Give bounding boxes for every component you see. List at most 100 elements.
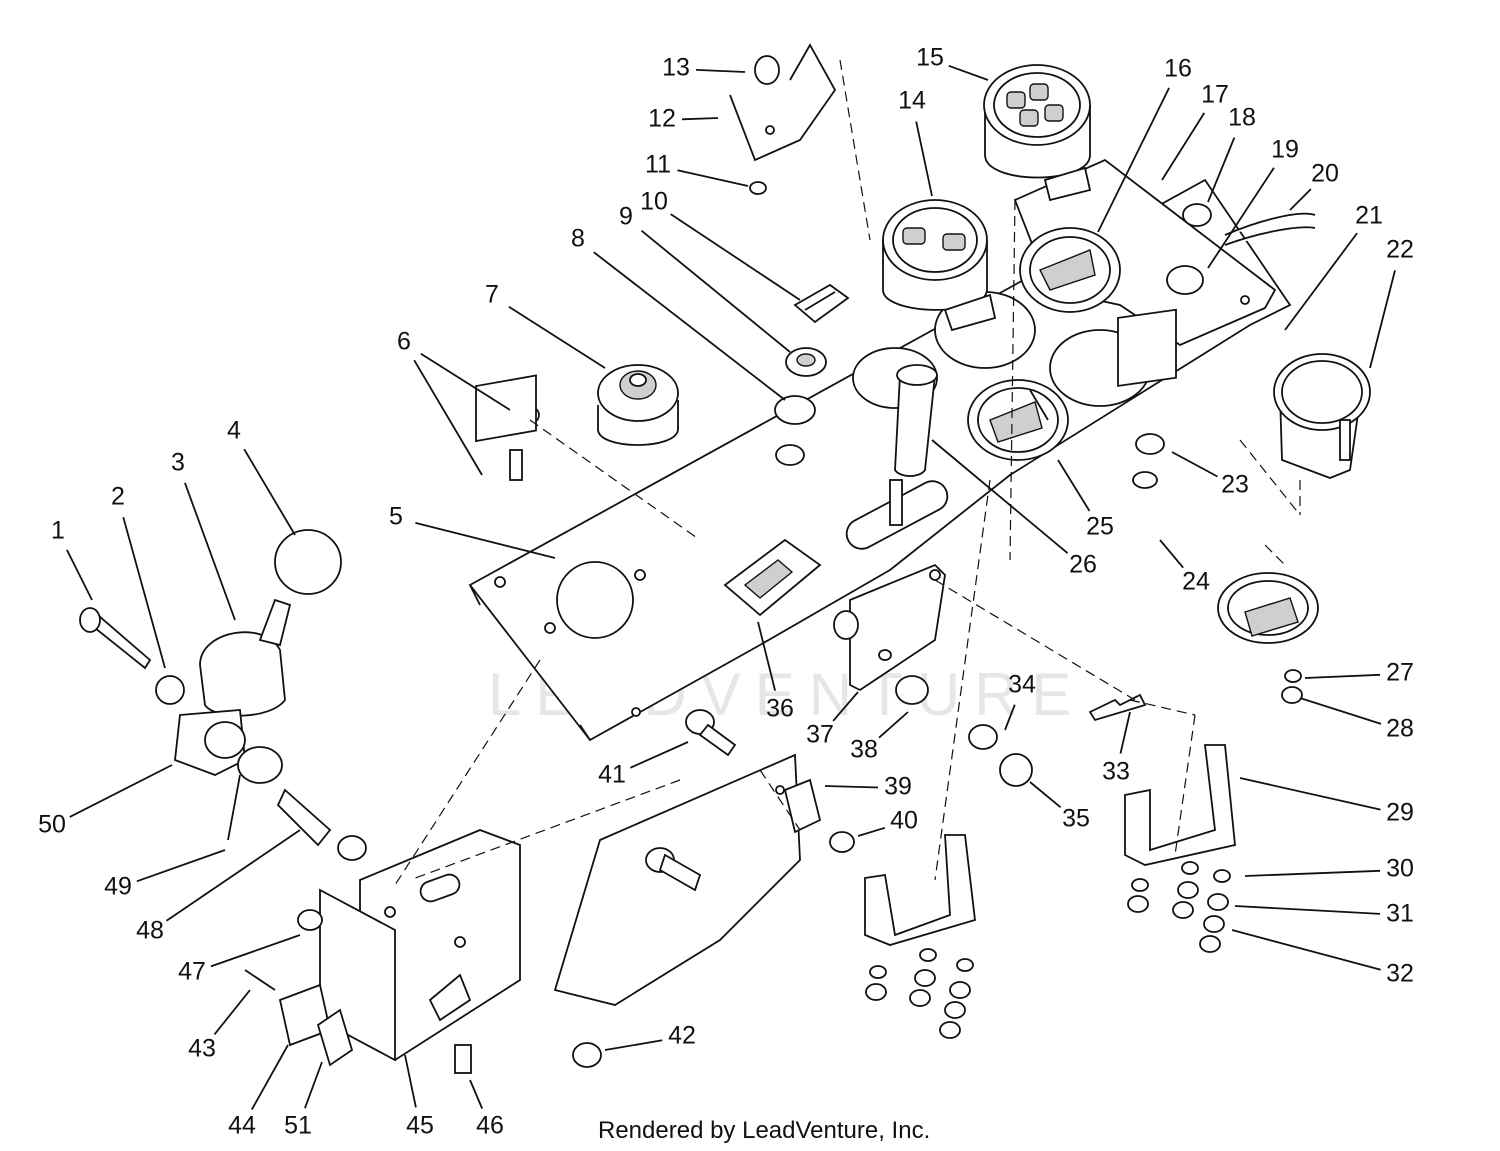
callout-label-23: 23: [1221, 471, 1249, 499]
leader-line-10: [670, 213, 801, 301]
leader-line-25: [1057, 459, 1091, 512]
callout-label-14: 14: [898, 87, 926, 115]
leader-line-48: [165, 829, 301, 922]
bolt-41-nut-42: [572, 709, 737, 1068]
leader-line-14: [915, 121, 933, 197]
control-panel-plate: [468, 158, 1292, 742]
leader-line-40: [857, 826, 886, 837]
leader-line-43: [213, 989, 251, 1035]
leader-line-46: [469, 1079, 484, 1109]
callout-label-24: 24: [1182, 568, 1210, 596]
callout-label-29: 29: [1386, 799, 1414, 827]
leader-line-4: [243, 448, 296, 536]
leader-line-11: [677, 169, 749, 187]
leader-line-6b: [413, 359, 483, 476]
gauge-16: [1019, 227, 1121, 313]
callout-label-30: 30: [1386, 855, 1414, 883]
callout-label-5: 5: [389, 503, 403, 531]
gauge-22: [1273, 353, 1371, 479]
key-switch-7: [597, 364, 679, 446]
leader-line-20: [1289, 188, 1312, 211]
callout-label-40: 40: [890, 807, 918, 835]
callout-label-37: 37: [806, 721, 834, 749]
bracket-45: [319, 829, 521, 1062]
callout-label-1: 1: [51, 517, 65, 545]
callout-label-8: 8: [571, 225, 585, 253]
callout-label-47: 47: [178, 958, 206, 986]
callout-label-9: 9: [619, 203, 633, 231]
callout-leaders: [66, 64, 1396, 1111]
leader-line-21: [1284, 232, 1358, 331]
leader-line-38: [878, 711, 909, 739]
callout-label-26: 26: [1069, 551, 1097, 579]
callout-label-41: 41: [598, 761, 626, 789]
gauge-25: [967, 379, 1069, 461]
leader-line-35: [1029, 781, 1062, 808]
leader-line-30: [1244, 869, 1381, 877]
leader-line-12: [681, 117, 719, 121]
leader-line-32: [1231, 929, 1381, 971]
bracket-37: [833, 563, 946, 705]
washer-34-nut-35: [968, 724, 1033, 787]
leader-line-36: [757, 621, 776, 691]
callout-label-27: 27: [1386, 659, 1414, 687]
callout-label-21: 21: [1355, 202, 1383, 230]
joystick-3: [174, 529, 342, 776]
leader-line-8: [593, 251, 786, 401]
gauge-ring-27: [1217, 572, 1319, 644]
leader-line-19: [1207, 167, 1275, 269]
leader-line-9: [640, 230, 791, 353]
leader-line-17: [1161, 112, 1206, 181]
callout-label-44: 44: [228, 1112, 256, 1140]
callout-label-39: 39: [884, 773, 912, 801]
bolt-1: [79, 607, 185, 705]
leader-line-23: [1171, 451, 1218, 478]
leader-line-42: [604, 1039, 663, 1051]
leader-line-5: [415, 522, 556, 559]
callout-label-17: 17: [1201, 81, 1229, 109]
leader-line-49: [136, 849, 226, 883]
leader-line-7: [508, 305, 606, 369]
leader-line-3: [184, 482, 236, 621]
switch-44-43-51: [244, 909, 472, 1074]
leader-line-47: [210, 934, 301, 968]
callout-label-6: 6: [397, 328, 411, 356]
leader-line-13: [695, 69, 746, 73]
callout-label-19: 19: [1271, 136, 1299, 164]
callout-label-51: 51: [284, 1112, 312, 1140]
switch-36: [723, 538, 822, 617]
callout-label-20: 20: [1311, 160, 1339, 188]
leader-line-37: [832, 691, 859, 722]
callout-label-50: 50: [38, 811, 66, 839]
callout-label-38: 38: [850, 736, 878, 764]
callout-label-7: 7: [485, 281, 499, 309]
hardware-30-31-32: [865, 669, 1303, 1039]
cover-plate: [553, 753, 801, 1006]
callout-label-4: 4: [227, 417, 241, 445]
leader-line-33: [1119, 711, 1131, 754]
hour-meter-10: [793, 283, 850, 324]
switch-18-19: [1166, 203, 1316, 295]
switch-24: [1117, 308, 1177, 489]
leader-line-50: [69, 764, 173, 818]
leader-line-16: [1097, 87, 1170, 233]
leader-line-1: [66, 549, 93, 601]
callout-label-16: 16: [1164, 55, 1192, 83]
callout-label-33: 33: [1102, 758, 1130, 786]
leader-line-26: [931, 439, 1069, 554]
gauge-14: [882, 199, 997, 332]
lamp-13-bracket-12: [729, 43, 837, 195]
leader-line-41: [629, 741, 689, 769]
leader-line-44: [251, 1044, 289, 1111]
callout-label-35: 35: [1062, 805, 1090, 833]
leader-line-45: [404, 1054, 417, 1108]
switch-6: [475, 374, 540, 481]
brackets-29: [864, 744, 1236, 946]
callout-label-11: 11: [645, 151, 671, 179]
callout-label-10: 10: [640, 188, 668, 216]
assembly-lines: [394, 59, 1301, 886]
callout-label-36: 36: [766, 695, 794, 723]
leader-line-31: [1234, 905, 1381, 915]
